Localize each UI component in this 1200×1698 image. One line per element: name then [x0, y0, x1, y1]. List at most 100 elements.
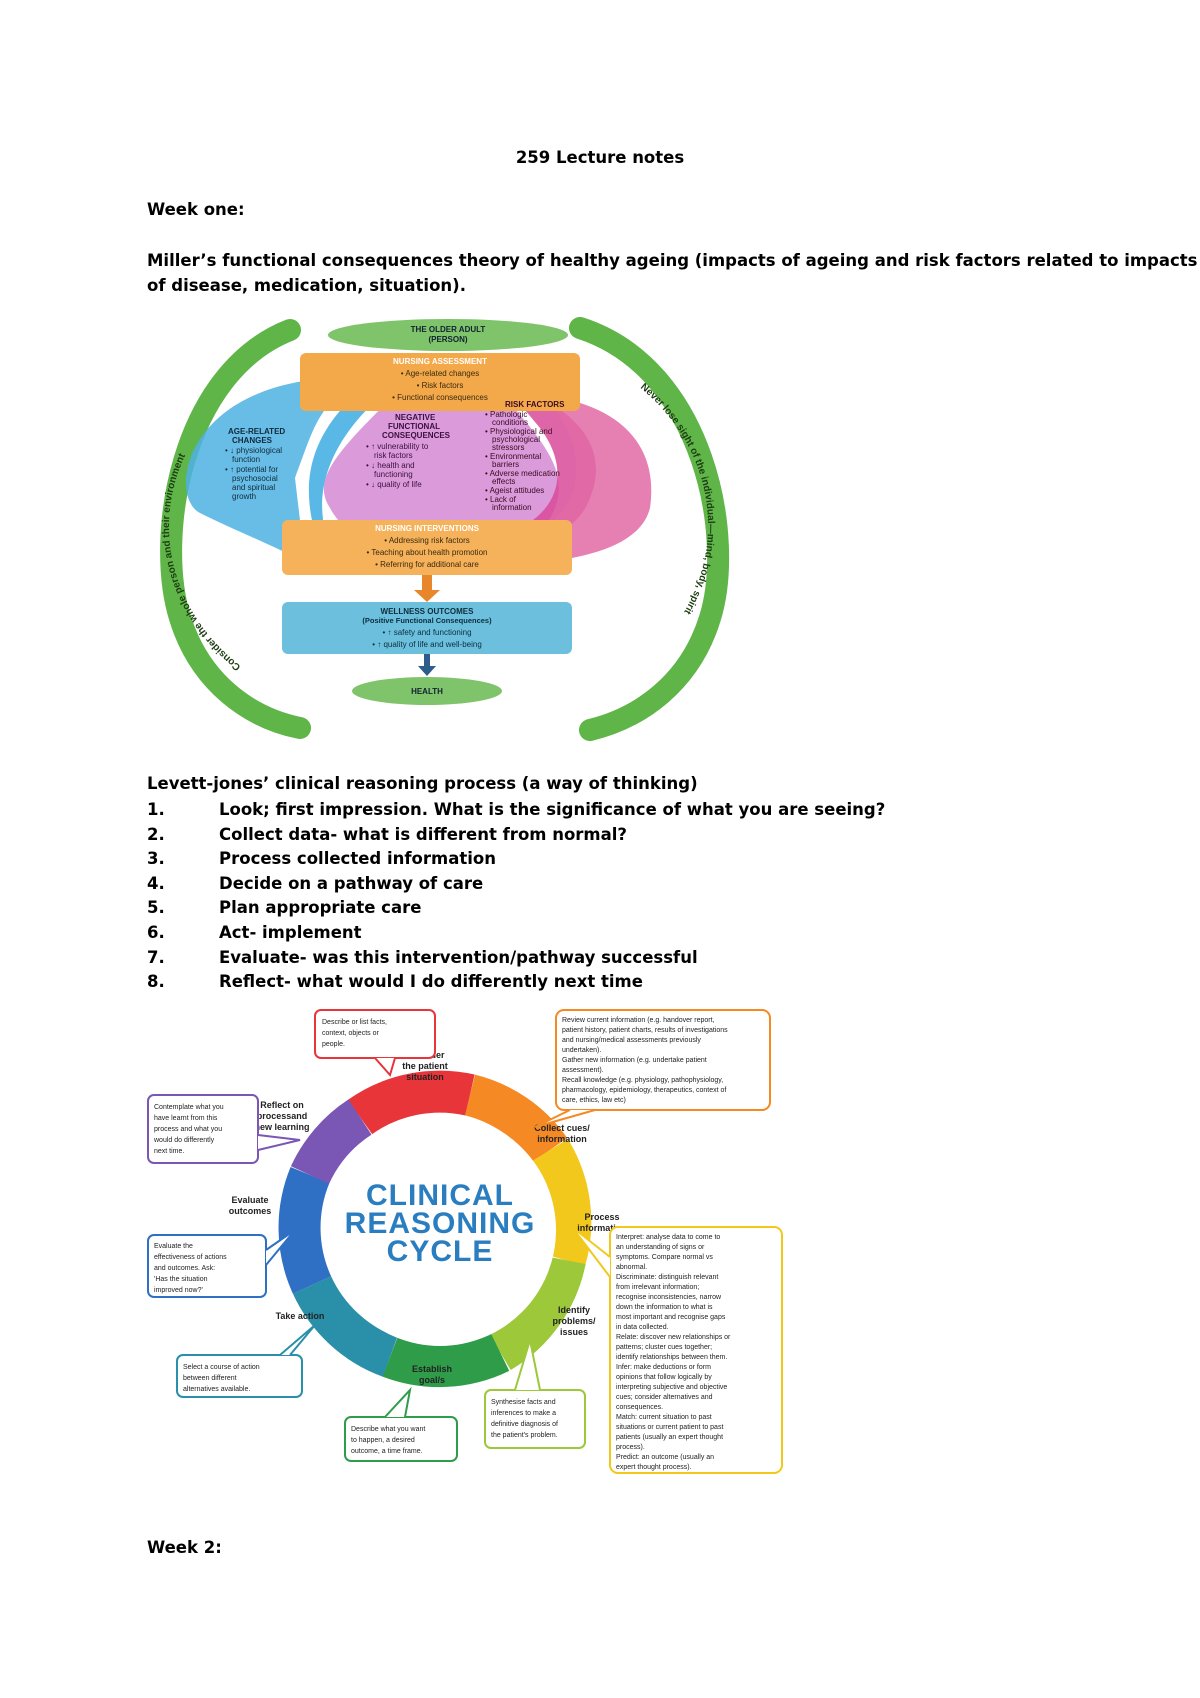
callout-text: inferences to make a [491, 1410, 556, 1417]
intervention-item: • Teaching about health promotion [367, 548, 488, 557]
health-label: HEALTH [411, 687, 443, 696]
stage-label-reflect: new learning [254, 1122, 309, 1132]
negative-item: • ↓ health and [366, 461, 415, 470]
assessment-item: • Risk factors [417, 381, 464, 390]
age-related-item: and spiritual [232, 483, 275, 492]
cycle-ring [278, 1070, 592, 1388]
callout-text: Contemplate what you [154, 1104, 224, 1111]
step-text: Act- implement [219, 922, 362, 942]
ring-segment-yellow [531, 1139, 592, 1266]
age-related-item: function [232, 455, 260, 464]
clinical-reasoning-steps: 1.Look; first impression. What is the si… [147, 798, 885, 995]
list-item: 3.Process collected information [147, 847, 885, 872]
step-number: 6. [147, 922, 165, 942]
stage-label-collect: Collect cues/ [534, 1123, 590, 1133]
negative-item: functioning [374, 470, 413, 479]
stage-label-consider: situation [406, 1072, 444, 1082]
callout-text: from irrelevant information; [616, 1284, 699, 1291]
intervention-item: • Referring for additional care [375, 560, 479, 569]
callout-text: Interpret: analyse data to come to [616, 1234, 720, 1241]
age-related-item: growth [232, 492, 256, 501]
callout-text: Select a course of action [183, 1364, 260, 1371]
callout-text: in data collected. [616, 1324, 669, 1331]
wellness-item: • ↑ safety and functioning [382, 628, 471, 637]
callout-text: consequences. [616, 1404, 663, 1411]
ring-segment-purple [290, 1099, 373, 1185]
step-number: 5. [147, 898, 165, 918]
age-related-title: AGE-RELATED [228, 427, 285, 436]
risk-item: barriers [492, 460, 519, 469]
age-related-item: • ↓ physiological [225, 446, 282, 455]
age-related-item: • ↑ potential for [225, 465, 278, 474]
step-number: 8. [147, 972, 165, 992]
stage-label-identify: issues [560, 1327, 588, 1337]
callout-text: recognise inconsistencies, narrow [616, 1294, 722, 1301]
callout-text: the patient's problem. [491, 1432, 558, 1439]
negative-title: NEGATIVE [395, 413, 436, 422]
blue-arrow [290, 378, 390, 563]
callout-evaluate [147, 1234, 267, 1298]
negative-title: CONSEQUENCES [382, 431, 451, 440]
callout-process [609, 1226, 783, 1474]
risk-item: conditions [492, 418, 528, 427]
stage-label-establish: goal/s [419, 1375, 445, 1385]
negative-item: • ↓ quality of life [366, 480, 422, 489]
callout-text: improved now?' [154, 1287, 203, 1294]
callout-text: effectiveness of actions [154, 1254, 227, 1261]
person-label: (PERSON) [428, 335, 467, 344]
risk-item: • Pathologic [485, 410, 527, 419]
callout-text: patient history, patient charts, results… [562, 1027, 728, 1034]
callout-text: undertaken). [562, 1047, 601, 1054]
stage-label-reflect: processand [257, 1111, 308, 1121]
callout-text: process and what you [154, 1126, 222, 1133]
wellness-item: • ↑ quality of life and well-being [372, 640, 482, 649]
list-item: 4.Decide on a pathway of care [147, 872, 885, 897]
list-item: 1.Look; first impression. What is the si… [147, 798, 885, 823]
callout-text: Gather new information (e.g. undertake p… [562, 1057, 707, 1064]
callout-text: expert thought process). [616, 1464, 692, 1471]
callout-text: assessment). [562, 1067, 604, 1074]
negative-item: risk factors [374, 451, 413, 460]
callout-text: Relate: discover new relationships or [616, 1334, 731, 1341]
stage-label-process: information [577, 1223, 627, 1233]
risk-item: psychological [492, 435, 540, 444]
callout-text: context, objects or [322, 1030, 379, 1037]
callout-text: process). [616, 1444, 645, 1451]
stage-label-evaluate: Evaluate [231, 1195, 268, 1205]
nursing-assessment-title: NURSING ASSESSMENT [393, 357, 487, 366]
list-item: 8. Reflect- what would I do differently n… [147, 970, 885, 995]
step-text: Process collected information [219, 849, 496, 869]
miller-description-line2: of disease, medication, situation). [147, 276, 466, 295]
wellness-outcomes-box [282, 602, 572, 654]
stage-label-identify: Identify [558, 1305, 590, 1315]
risk-factors-title: RISK FACTORS [505, 400, 565, 409]
page-title: 259 Lecture notes [515, 148, 685, 167]
step-text: Look; first impression. What is the sign… [219, 800, 886, 819]
assessment-item: • Functional consequences [392, 393, 488, 402]
callout-text: to happen, a desired [351, 1437, 415, 1444]
callout-text: abnormal. [616, 1264, 647, 1271]
step-text: Plan appropriate care [219, 898, 422, 918]
health-ellipse [352, 677, 502, 705]
callout-text: patients (usually an expert thought [616, 1434, 723, 1441]
older-adult-label: THE OLDER ADULT [411, 325, 486, 334]
miller-description-line1: Miller’s functional consequences theory … [147, 251, 1198, 270]
intervention-item: • Addressing risk factors [384, 536, 470, 545]
step-number: 7. [147, 947, 165, 967]
callout-text: cues; consider alternatives and [616, 1394, 713, 1401]
stage-label-reflect: Reflect on [260, 1100, 304, 1110]
age-related-item: psychosocial [232, 474, 278, 483]
callout-text: Describe what you want [351, 1426, 425, 1433]
callout-text: definitive diagnosis of [491, 1421, 558, 1428]
step-text: Reflect- what would I do differently nex… [219, 972, 643, 992]
cycle-center-line3: CYCLE [387, 1235, 494, 1268]
callout-text: Discriminate: distinguish relevant [616, 1274, 718, 1281]
negative-title: FUNCTIONAL [388, 422, 440, 431]
right-green-arc [569, 317, 730, 741]
callout-text: outcome, a time frame. [351, 1448, 423, 1455]
clinical-reasoning-cycle-diagram: CLINICAL REASONING CYCLE Consider the pa… [147, 1009, 783, 1474]
callout-take-action [176, 1354, 303, 1398]
stage-label-take-action: Take action [276, 1311, 325, 1321]
nursing-interventions-box [282, 520, 572, 575]
negative-item: • ↑ vulnerability to [366, 442, 429, 451]
